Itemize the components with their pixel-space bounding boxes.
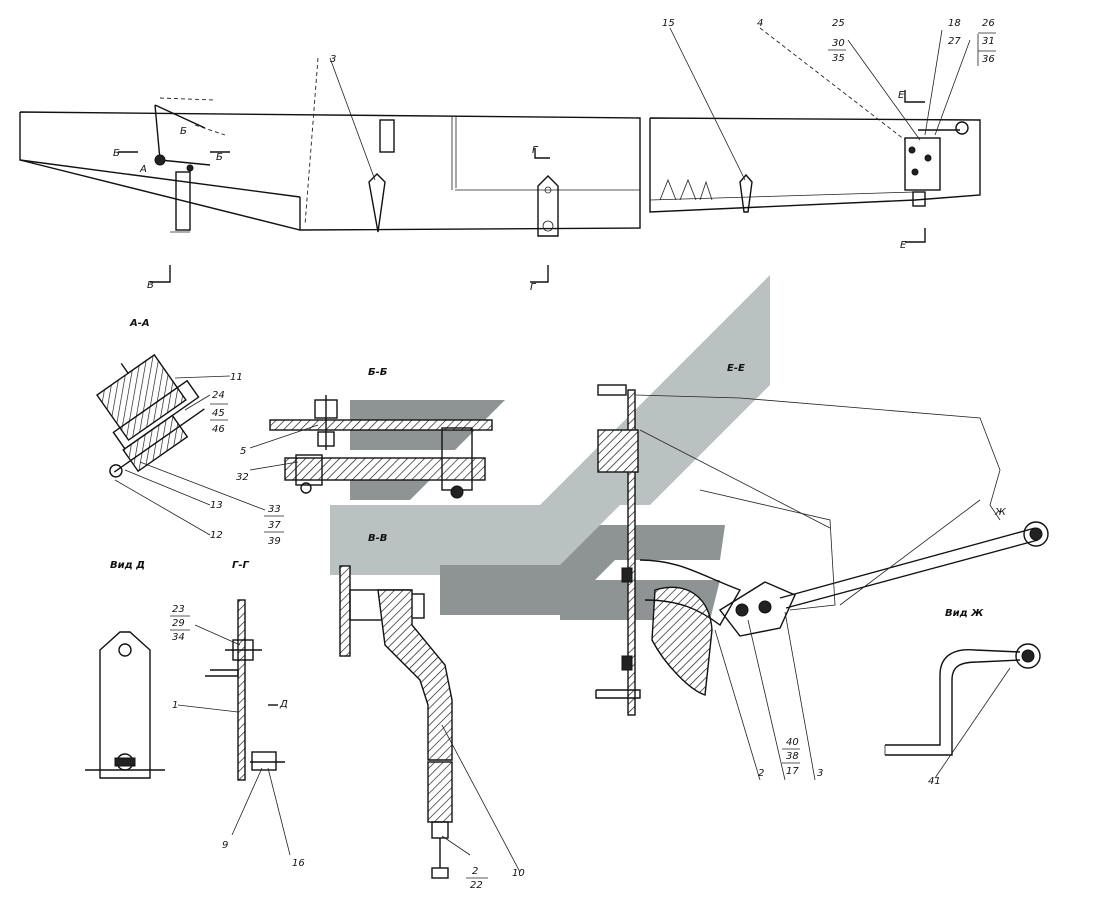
section-vv-title: В-В <box>368 533 387 544</box>
cut-mark-b-left: Б <box>113 148 120 159</box>
callout-31: 31 <box>982 36 995 47</box>
callout-12: 12 <box>210 530 223 541</box>
callout-34: 34 <box>172 632 185 643</box>
callout-22: 22 <box>470 880 483 891</box>
callout-2-vv: 2 <box>472 866 478 877</box>
callout-27: 27 <box>948 36 961 47</box>
callout-5: 5 <box>240 446 246 457</box>
callout-46: 46 <box>212 424 225 435</box>
view-zh-title: Вид Ж <box>945 608 984 619</box>
callout-40: 40 <box>786 737 799 748</box>
cut-mark-g-bottom: Г <box>530 282 537 293</box>
callout-15: 15 <box>662 18 675 29</box>
section-bb: Б-Б 5 32 <box>236 367 493 499</box>
callout-32: 32 <box>236 472 249 483</box>
section-gg-title: Г-Г <box>232 560 250 571</box>
callout-11: 11 <box>230 372 243 383</box>
cut-mark-v-bottom: В <box>147 280 154 291</box>
cut-mark-b-right: Б <box>216 152 223 163</box>
section-bb-title: Б-Б <box>368 367 388 378</box>
view-mark-zh: Ж <box>994 507 1007 518</box>
bracket-left <box>368 119 395 233</box>
callout-41: 41 <box>928 776 941 787</box>
callout-35: 35 <box>832 53 845 64</box>
section-vv: В-В 10 2 22 <box>339 533 525 891</box>
callout-23: 23 <box>172 604 185 615</box>
callout-25: 25 <box>832 18 845 29</box>
callout-33: 33 <box>268 504 281 515</box>
callout-36: 36 <box>982 54 995 65</box>
callout-13: 13 <box>210 500 223 511</box>
callout-30: 30 <box>832 38 845 49</box>
callout-37: 37 <box>268 520 281 531</box>
cut-mark-e-top: Е <box>898 90 905 101</box>
callout-4: 4 <box>757 18 763 29</box>
callout-39: 39 <box>268 536 281 547</box>
callout-3-ee: 3 <box>817 768 823 779</box>
bracket-right <box>659 173 753 213</box>
latch-assembly <box>904 121 969 207</box>
callout-16: 16 <box>292 858 305 869</box>
callout-18: 18 <box>948 18 961 29</box>
callout-9: 9 <box>222 840 228 851</box>
section-aa: А-А 11 24 45 46 13 12 33 37 39 <box>96 318 284 547</box>
section-ee: Е-Е Ж 40 38 17 2 3 <box>595 363 1049 781</box>
callout-3-top: 3 <box>330 54 336 65</box>
cut-mark-b-top: Б <box>180 126 187 137</box>
lever-mechanism <box>154 97 226 233</box>
section-gg: Г-Г 23 29 34 1 Д 9 16 <box>170 560 305 869</box>
callout-17: 17 <box>786 766 799 777</box>
cut-mark-g-top: Г <box>532 145 539 156</box>
watermark-logo <box>330 275 770 620</box>
cut-mark-e-bottom: Е <box>900 240 907 251</box>
callout-24: 24 <box>212 390 225 401</box>
view-d: Вид Д <box>85 560 165 779</box>
cut-mark-a: А <box>139 164 147 175</box>
callout-10: 10 <box>512 868 525 879</box>
view-d-title: Вид Д <box>110 560 145 571</box>
callout-45: 45 <box>212 408 225 419</box>
view-zh: Вид Ж 41 <box>884 608 1041 787</box>
callout-38: 38 <box>786 751 799 762</box>
view-mark-d: Д <box>279 699 288 710</box>
section-aa-title: А-А <box>129 318 150 329</box>
bracket-center <box>537 175 559 237</box>
callout-1: 1 <box>172 700 178 711</box>
callout-29: 29 <box>172 618 185 629</box>
callout-2-ee: 2 <box>758 768 764 779</box>
top-view: 3 15 4 25 30 35 18 27 26 31 36 Б Б Б А В… <box>19 18 996 293</box>
section-ee-title: Е-Е <box>727 363 745 374</box>
callout-26: 26 <box>982 18 995 29</box>
